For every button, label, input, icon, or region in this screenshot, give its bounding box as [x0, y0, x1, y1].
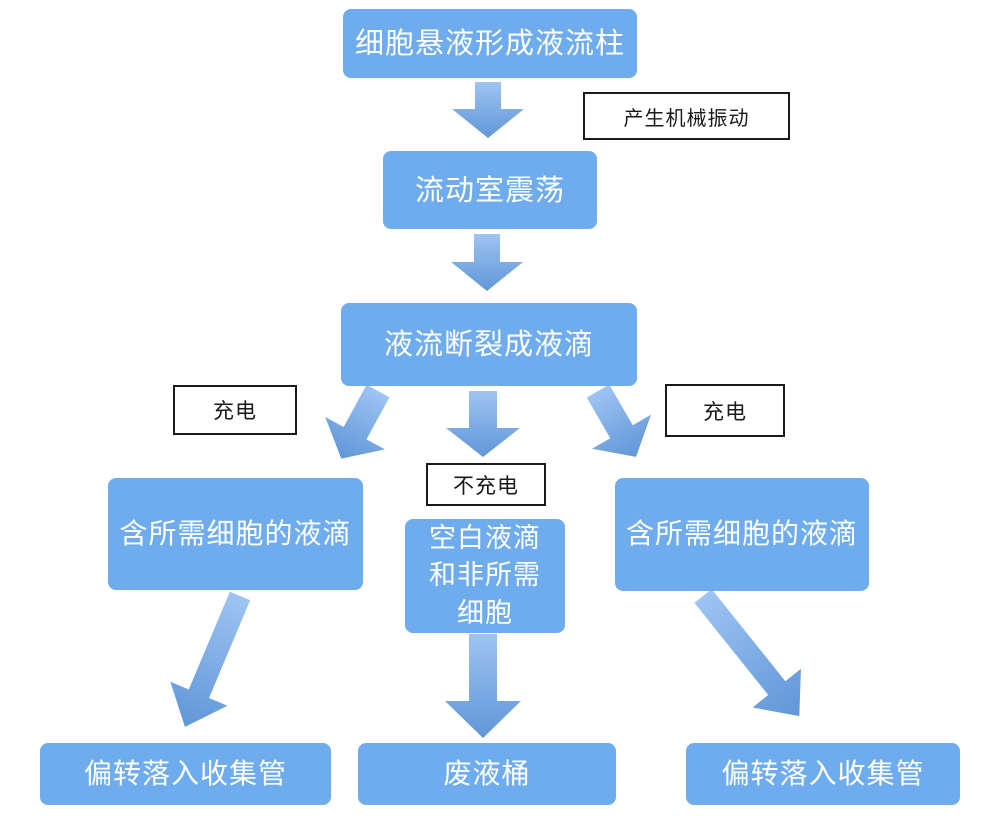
arrow-left-to-collect: [170, 591, 251, 727]
arrow-breakup-to-right: [586, 384, 651, 457]
node-flow-chamber: 流动室震荡: [383, 151, 597, 229]
arrow-suspension-to-chamber: [452, 82, 524, 138]
arrow-right-to-collect: [694, 589, 801, 717]
arrow-breakup-to-left: [325, 384, 390, 459]
node-blank-droplets: 空白液滴 和非所需 细胞: [405, 519, 565, 633]
label-charge-left: 充电: [173, 385, 297, 435]
label-no-charge: 不充电: [426, 463, 546, 506]
node-cell-suspension: 细胞悬液形成液流柱: [343, 9, 637, 78]
arrow-middle-to-waste: [445, 634, 521, 738]
label-mechanical-vibration: 产生机械振动: [583, 92, 790, 140]
arrow-chamber-to-breakup: [451, 234, 523, 291]
node-desired-droplets-right: 含所需细胞的液滴: [615, 478, 869, 591]
node-waste-bucket: 废液桶: [358, 743, 616, 805]
node-desired-droplets-left: 含所需细胞的液滴: [108, 478, 363, 590]
node-collect-right: 偏转落入收集管: [686, 743, 960, 805]
label-charge-right: 充电: [665, 384, 785, 437]
arrow-breakup-to-middle: [446, 391, 520, 457]
node-stream-breakup: 液流断裂成液滴: [341, 303, 637, 386]
node-collect-left: 偏转落入收集管: [40, 743, 331, 805]
